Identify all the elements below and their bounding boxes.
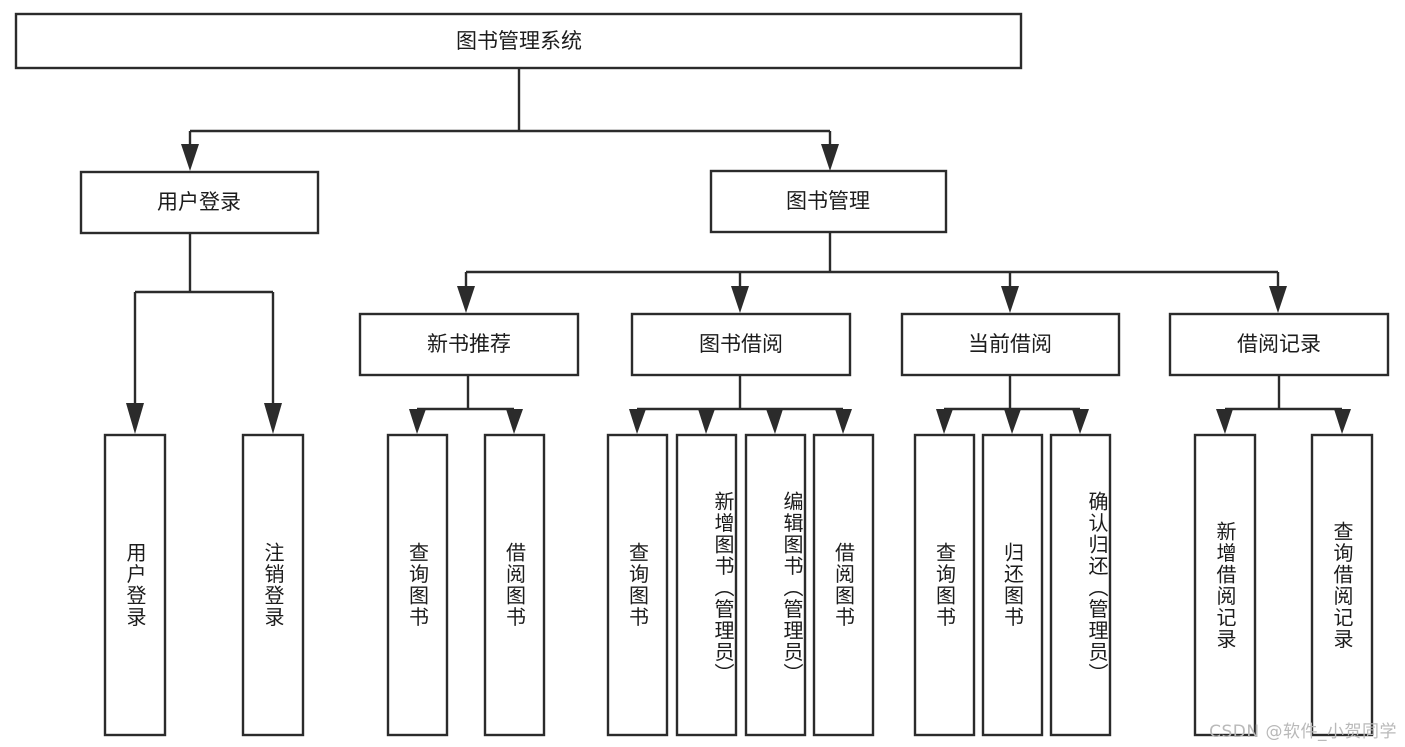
arrow-head-current-borrow xyxy=(1001,286,1019,313)
arrow-head-user-login xyxy=(181,144,199,171)
node-root[interactable]: 图书管理系统 xyxy=(14,12,1023,70)
node-leaf-user-login-box[interactable] xyxy=(103,433,167,737)
csdn-watermark: CSDN @软件_小贺同学 xyxy=(1209,722,1397,742)
arrow-head-borrow-record xyxy=(1269,286,1287,313)
arrow-head-leaf-add-book xyxy=(698,409,715,434)
node-new-book-recommend-box[interactable] xyxy=(358,312,580,377)
node-leaf-query-book-1-box[interactable] xyxy=(386,433,449,737)
node-root-label: 图书管理系统 xyxy=(456,29,582,53)
node-leaf-confirm-return-box[interactable] xyxy=(1049,433,1112,737)
arrow-head-new-book-recommend xyxy=(457,286,475,313)
arrow-head-leaf-return-book xyxy=(1004,409,1021,434)
node-borrow-record-box[interactable] xyxy=(1168,312,1390,377)
node-leaf-borrow-book-1-box[interactable] xyxy=(483,433,546,737)
arrow-head-book-borrow xyxy=(731,286,749,313)
node-book-borrow[interactable]: 图书借阅 xyxy=(630,312,852,377)
node-leaf-return-book-box[interactable] xyxy=(981,433,1044,737)
arrow-head-leaf-query-book-3 xyxy=(936,409,953,434)
node-user-login-label: 用户登录 xyxy=(157,190,241,214)
node-leaf-query-book-3-box[interactable] xyxy=(913,433,976,737)
node-current-borrow-label: 当前借阅 xyxy=(968,332,1052,356)
node-book-management-box[interactable] xyxy=(709,169,948,234)
node-current-borrow-box[interactable] xyxy=(900,312,1121,377)
node-book-management-label: 图书管理 xyxy=(786,189,870,213)
arrow-head-leaf-user-logout xyxy=(264,403,282,434)
arrow-head-leaf-borrow-book-2 xyxy=(835,409,852,434)
node-book-management[interactable]: 图书管理 xyxy=(709,169,948,234)
connector-layer xyxy=(126,68,1351,434)
arrow-head-book-management xyxy=(821,144,839,171)
node-leaf-query-record-box[interactable] xyxy=(1310,433,1374,737)
node-leaf-add-record-box[interactable] xyxy=(1193,433,1257,737)
node-leaf-query-book-2-box[interactable] xyxy=(606,433,669,737)
node-current-borrow[interactable]: 当前借阅 xyxy=(900,312,1121,377)
node-leaf-borrow-book-2-box[interactable] xyxy=(812,433,875,737)
node-leaf-add-book-box[interactable] xyxy=(675,433,738,737)
node-root-box[interactable] xyxy=(14,12,1023,70)
arrow-head-leaf-query-record xyxy=(1334,409,1351,434)
node-book-borrow-box[interactable] xyxy=(630,312,852,377)
arrow-head-leaf-user-login xyxy=(126,403,144,434)
node-user-login-box[interactable] xyxy=(79,170,320,235)
arrow-head-leaf-add-record xyxy=(1216,409,1233,434)
node-new-book-recommend[interactable]: 新书推荐 xyxy=(358,312,580,377)
node-borrow-record-label: 借阅记录 xyxy=(1237,332,1321,356)
node-leaf-user-logout-box[interactable] xyxy=(241,433,305,737)
arrow-head-leaf-edit-book xyxy=(766,409,783,434)
arrow-head-leaf-query-book-1 xyxy=(409,409,426,434)
node-borrow-record[interactable]: 借阅记录 xyxy=(1168,312,1390,377)
node-new-book-recommend-label: 新书推荐 xyxy=(427,332,511,356)
node-book-borrow-label: 图书借阅 xyxy=(699,332,783,356)
arrow-head-leaf-query-book-2 xyxy=(629,409,646,434)
arrow-head-leaf-confirm-return xyxy=(1072,409,1089,434)
node-leaf-edit-book-box[interactable] xyxy=(744,433,807,737)
arrow-head-leaf-borrow-book-1 xyxy=(506,409,523,434)
node-user-login[interactable]: 用户登录 xyxy=(79,170,320,235)
